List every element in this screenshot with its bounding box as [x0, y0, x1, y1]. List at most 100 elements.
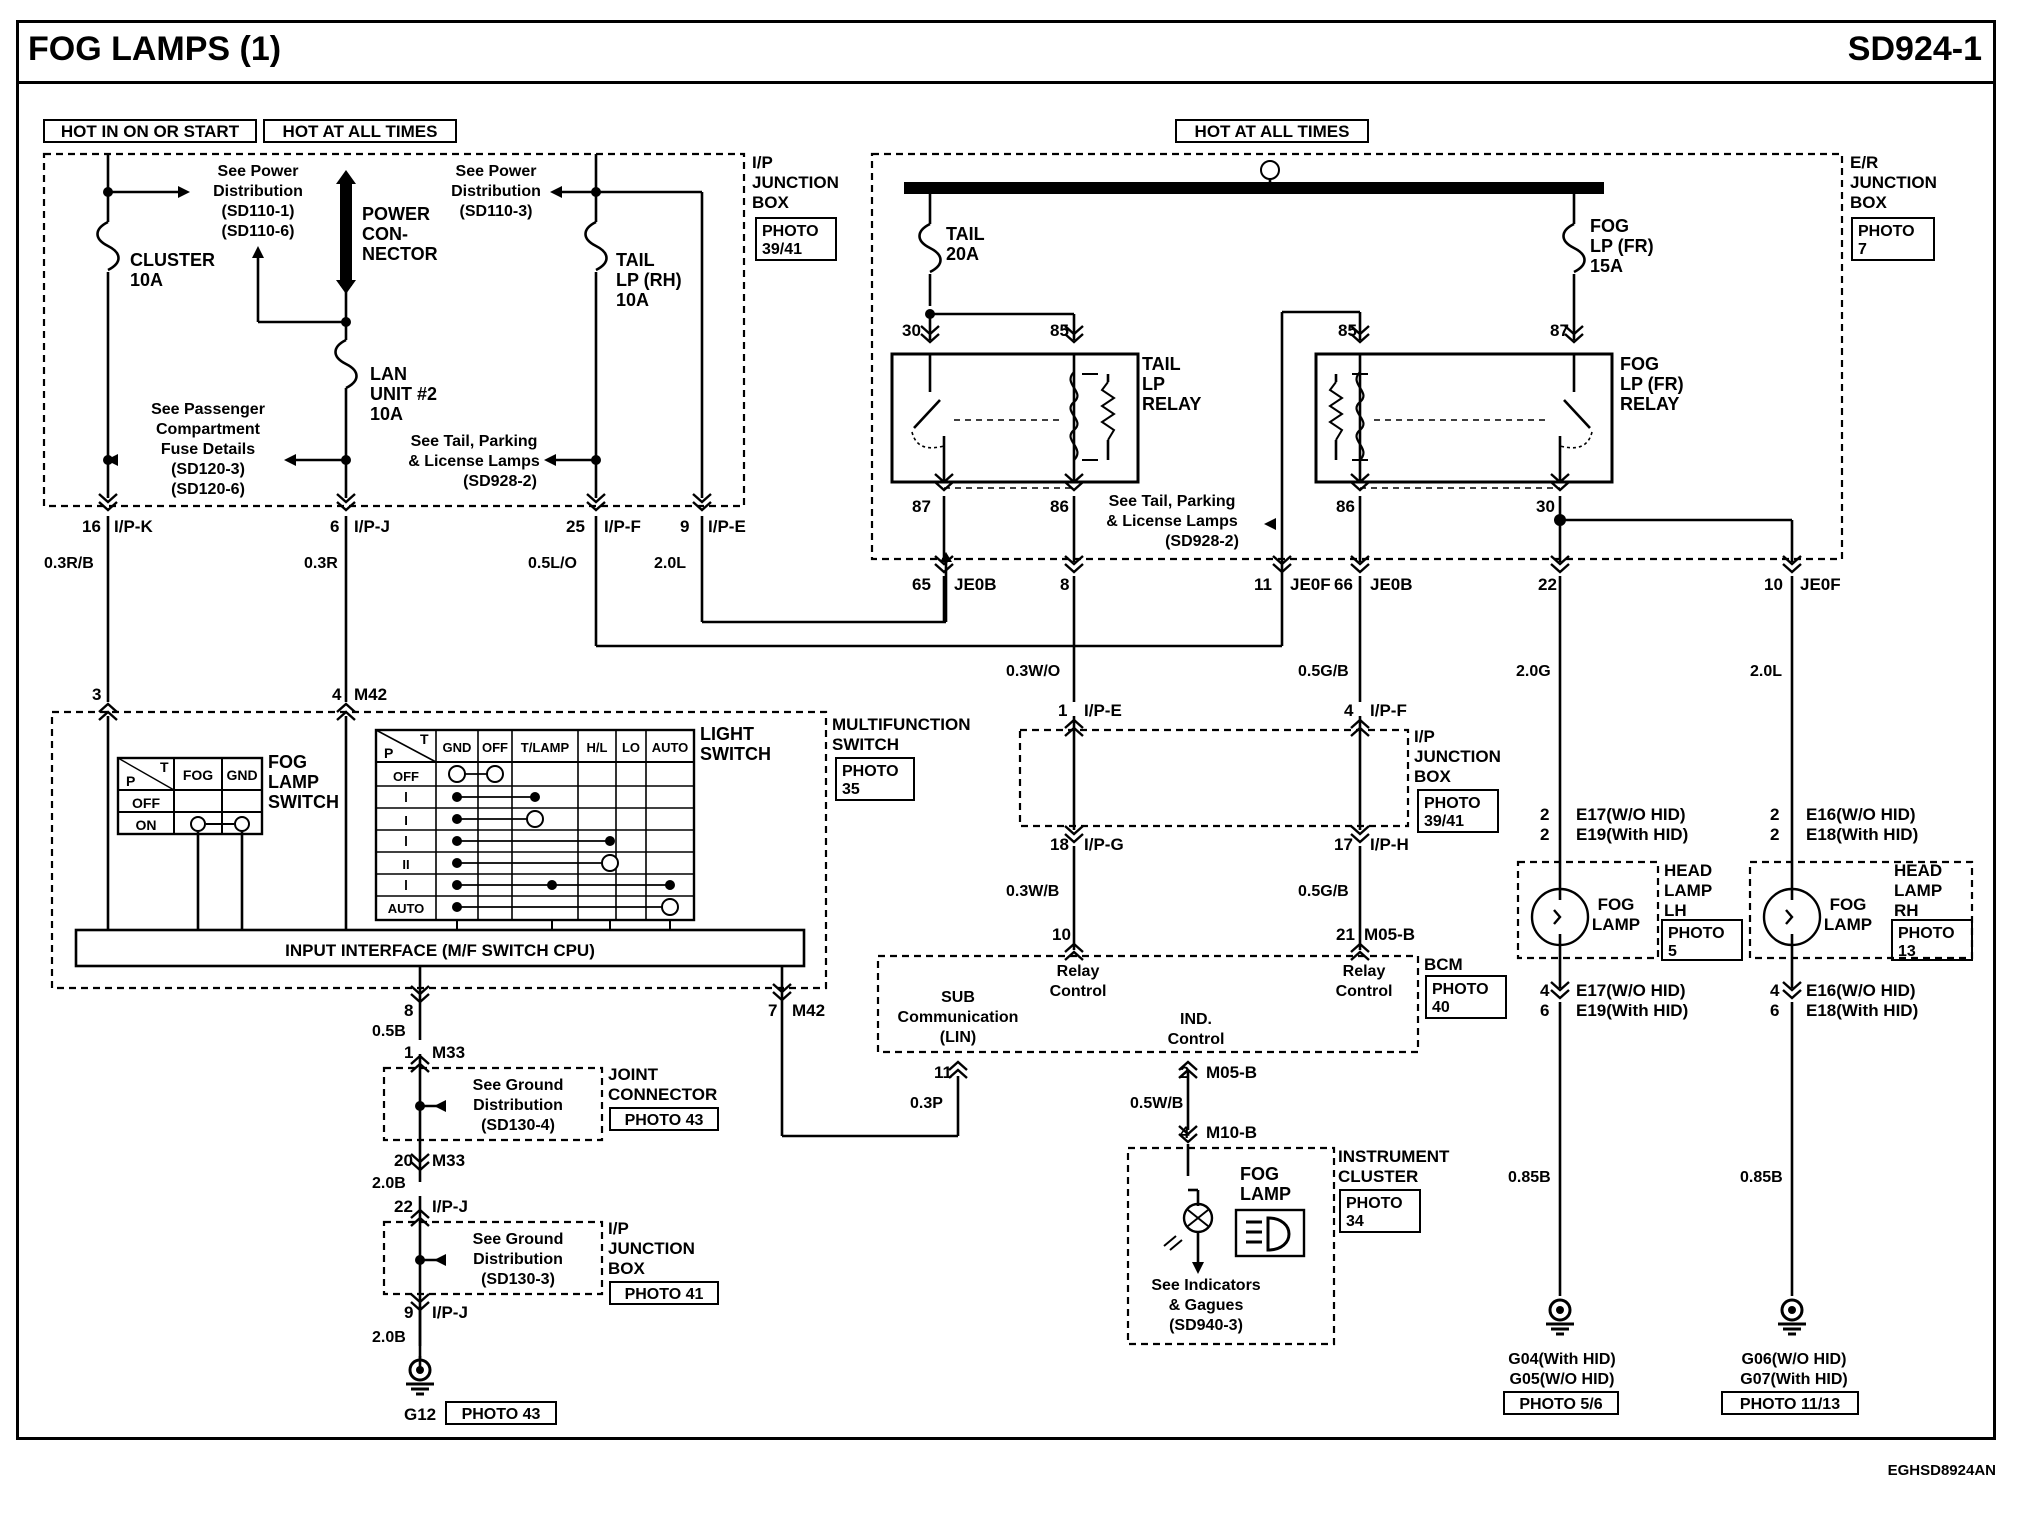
- ground-lh-labels: G04(With HID) G05(W/O HID) PHOTO 5/6: [1503, 1351, 1619, 1415]
- svg-text:PHOTO 11/13: PHOTO 11/13: [1740, 1396, 1840, 1413]
- svg-text:RH: RH: [1894, 901, 1919, 920]
- svg-text:10: 10: [1052, 925, 1071, 944]
- ip-junction-top-box: [42, 152, 746, 508]
- svg-text:10A: 10A: [616, 290, 649, 310]
- svg-text:4: 4: [1344, 701, 1354, 720]
- head-lamp-symbols: [1530, 887, 1822, 947]
- svg-text:M42: M42: [792, 1001, 825, 1020]
- svg-text:PHOTO: PHOTO: [1432, 981, 1489, 998]
- footer-code: EGHSD8924AN: [1887, 1462, 1996, 1479]
- ground-rh-labels: G06(W/O HID) G07(With HID) PHOTO 11/13: [1721, 1351, 1859, 1415]
- svg-text:PHOTO: PHOTO: [1346, 1195, 1403, 1212]
- svg-text:LAN: LAN: [370, 364, 407, 384]
- svg-text:& License Lamps: & License Lamps: [1106, 513, 1238, 530]
- svg-text:G07(With HID): G07(With HID): [1740, 1371, 1847, 1388]
- svg-text:86: 86: [1336, 497, 1355, 516]
- svg-text:8: 8: [1060, 575, 1069, 594]
- svg-text:I/P-H: I/P-H: [1370, 835, 1409, 854]
- svg-text:M05-B: M05-B: [1364, 925, 1415, 944]
- svg-text:(LIN): (LIN): [940, 1029, 976, 1046]
- svg-text:LH: LH: [1664, 901, 1687, 920]
- wires: [74, 154, 1794, 1370]
- svg-text:E17(W/O HID): E17(W/O HID): [1576, 805, 1686, 824]
- svg-text:5: 5: [1668, 943, 1677, 960]
- svg-text:FOG: FOG: [1830, 895, 1867, 914]
- svg-text:6: 6: [330, 517, 339, 536]
- svg-text:1: 1: [404, 1043, 413, 1062]
- head-lamp-rh-box: [1748, 860, 1974, 960]
- svg-text:7: 7: [768, 1001, 777, 1020]
- svg-text:17: 17: [1334, 835, 1353, 854]
- svg-text:LAMP: LAMP: [268, 772, 319, 792]
- svg-text:(SD130-3): (SD130-3): [481, 1271, 555, 1288]
- joint-connector-labels: See Ground Distribution (SD130-4) JOINT …: [473, 1065, 719, 1134]
- svg-text:FOG: FOG: [1620, 354, 1659, 374]
- svg-text:Distribution: Distribution: [473, 1097, 563, 1114]
- svg-text:85: 85: [1050, 321, 1069, 340]
- svg-text:0.3P: 0.3P: [910, 1095, 943, 1112]
- ip-junction-low-box: [382, 1220, 604, 1296]
- svg-text:E19(With HID): E19(With HID): [1576, 825, 1688, 844]
- svg-text:CLUSTER: CLUSTER: [1338, 1167, 1418, 1186]
- svg-text:2: 2: [1540, 825, 1549, 844]
- svg-text:I/P-G: I/P-G: [1084, 835, 1124, 854]
- ip-junction-mid-labels: I/P JUNCTION BOX PHOTO 39/41: [1414, 727, 1501, 833]
- svg-text:8: 8: [404, 1001, 413, 1020]
- joint-connector-box: [382, 1066, 604, 1142]
- svg-text:Compartment: Compartment: [156, 421, 261, 438]
- svg-text:2: 2: [1770, 825, 1779, 844]
- svg-text:LO: LO: [622, 740, 640, 755]
- svg-text:FOG: FOG: [183, 767, 213, 783]
- fog-lamp-switch-table: P T FOG GND OFF ON: [116, 756, 264, 836]
- bcm-labels: BCM PHOTO 40 Relay Control Relay Control…: [898, 955, 1507, 1048]
- head-lamp-lh-box: [1516, 860, 1660, 960]
- svg-text:T/LAMP: T/LAMP: [521, 740, 570, 755]
- svg-text:I/P-J: I/P-J: [432, 1303, 468, 1322]
- svg-text:20: 20: [394, 1151, 413, 1170]
- svg-text:JUNCTION: JUNCTION: [608, 1239, 695, 1258]
- svg-text:LP: LP: [1142, 374, 1165, 394]
- svg-text:AUTO: AUTO: [388, 901, 425, 916]
- svg-text:SWITCH: SWITCH: [268, 792, 339, 812]
- svg-text:I/P: I/P: [1414, 727, 1435, 746]
- svg-text:JE0B: JE0B: [1370, 575, 1413, 594]
- svg-text:30: 30: [902, 321, 921, 340]
- svg-text:M10-B: M10-B: [1206, 1123, 1257, 1142]
- svg-text:Communication: Communication: [898, 1009, 1019, 1026]
- svg-text:PHOTO: PHOTO: [1668, 925, 1725, 942]
- fuses: [96, 220, 1586, 390]
- svg-text:TAIL: TAIL: [616, 250, 655, 270]
- hot-in-on-start: HOT IN ON OR START: [61, 122, 240, 141]
- svg-text:CONNECTOR: CONNECTOR: [608, 1085, 717, 1104]
- svg-text:2: 2: [1180, 1063, 1189, 1082]
- svg-text:RELAY: RELAY: [1620, 394, 1679, 414]
- svg-text:4: 4: [1180, 1123, 1190, 1142]
- svg-text:10A: 10A: [130, 270, 163, 290]
- svg-text:(SD928-2): (SD928-2): [463, 473, 537, 490]
- svg-text:& Gagues: & Gagues: [1169, 1297, 1244, 1314]
- svg-text:PHOTO: PHOTO: [1898, 925, 1955, 942]
- svg-text:0.85B: 0.85B: [1508, 1169, 1551, 1186]
- svg-text:2.0B: 2.0B: [372, 1175, 406, 1192]
- svg-text:BOX: BOX: [752, 193, 790, 212]
- svg-text:16: 16: [82, 517, 101, 536]
- svg-text:21: 21: [1336, 925, 1355, 944]
- svg-text:JE0B: JE0B: [954, 575, 997, 594]
- svg-text:6: 6: [1770, 1001, 1779, 1020]
- ground-g12-labels: G12 PHOTO 43: [404, 1401, 557, 1425]
- svg-text:39/41: 39/41: [762, 241, 802, 258]
- svg-text:3: 3: [92, 685, 101, 704]
- svg-text:I/P-K: I/P-K: [114, 517, 153, 536]
- svg-text:LIGHT: LIGHT: [700, 724, 754, 744]
- svg-text:2: 2: [1540, 805, 1549, 824]
- hot-at-all-times-left: HOT AT ALL TIMES: [283, 122, 438, 141]
- svg-text:I/P-F: I/P-F: [1370, 701, 1407, 720]
- svg-text:OFF: OFF: [482, 740, 508, 755]
- svg-text:65: 65: [912, 575, 931, 594]
- svg-text:G05(W/O HID): G05(W/O HID): [1510, 1371, 1615, 1388]
- svg-text:I/P-F: I/P-F: [604, 517, 641, 536]
- svg-text:JUNCTION: JUNCTION: [1850, 173, 1937, 192]
- svg-text:JE0F: JE0F: [1800, 575, 1841, 594]
- svg-text:RELAY: RELAY: [1142, 394, 1201, 414]
